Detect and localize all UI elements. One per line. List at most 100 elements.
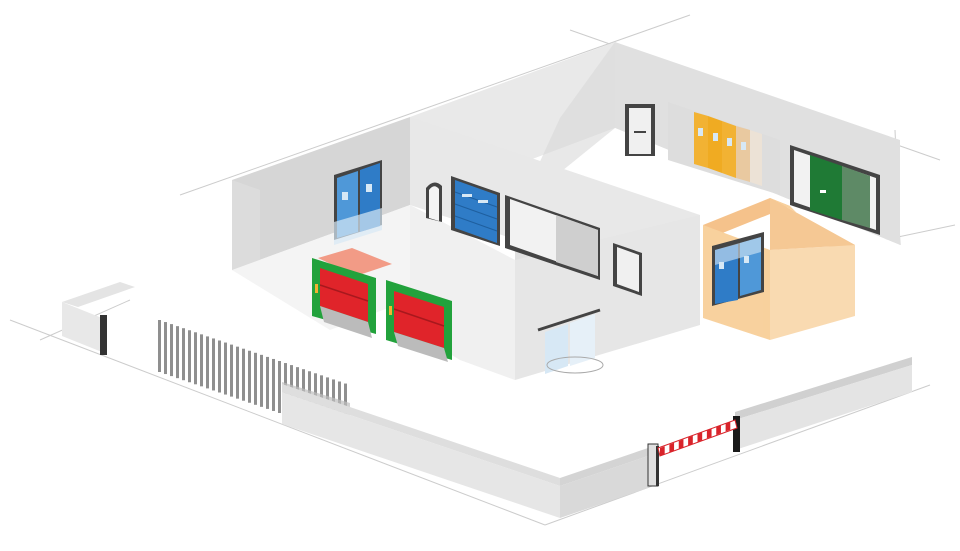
left-corner-wall — [62, 282, 135, 355]
fence-bar — [200, 334, 203, 387]
fence-bar — [194, 332, 197, 385]
blue-sectional-door — [451, 176, 500, 246]
blue-door-window — [342, 192, 348, 200]
left-side-wall — [232, 180, 260, 280]
yellow-door-panel-faded-2 — [750, 130, 762, 186]
far-wall-top — [735, 357, 912, 420]
blue-door-window — [366, 184, 372, 192]
fence-bar — [260, 354, 263, 407]
small-door-leaf — [617, 247, 639, 292]
yellow-door-panel-faded-1 — [736, 126, 750, 182]
corner-wall-post — [100, 315, 107, 355]
barrier-stripe — [688, 435, 693, 446]
fence-bar — [266, 356, 269, 409]
glass-sliding-door — [537, 308, 604, 374]
fence-bar — [206, 336, 209, 389]
fence-bar — [218, 340, 221, 393]
fence-bar — [158, 320, 161, 372]
barrier-stripe — [716, 425, 721, 435]
front-wall-top — [282, 384, 560, 486]
cabin-door-window — [744, 256, 749, 263]
fence-bar — [170, 324, 173, 377]
arched-doorway — [426, 182, 442, 222]
arched-doorway-opening — [429, 186, 439, 221]
dock-door-red — [320, 268, 368, 322]
green-door — [790, 145, 880, 235]
barrier-stripe — [669, 442, 675, 453]
barrier-stripe — [678, 439, 684, 449]
dock-door-seam — [393, 308, 445, 327]
dock-signal-light — [315, 284, 318, 293]
sectional-door-seam — [454, 203, 498, 220]
loading-docks — [312, 248, 452, 362]
barrier-stripe — [697, 432, 703, 442]
fence-bar — [164, 322, 167, 375]
small-personnel-door — [613, 243, 642, 296]
blue-door-glass-reflection — [334, 208, 382, 245]
far-wall-face — [735, 365, 912, 450]
corner-wall-front — [62, 302, 102, 352]
right-wall-top — [560, 448, 648, 486]
front-wall-face — [282, 392, 560, 518]
right-wall-face — [560, 456, 648, 518]
dock-signal-light — [389, 306, 392, 315]
barrier-stripe — [706, 428, 712, 439]
fence-bar — [188, 330, 191, 383]
cabin-side-wall — [770, 245, 855, 340]
yellow-door-window — [741, 142, 746, 150]
cabin-roof-left — [703, 198, 790, 234]
perimeter-wall — [282, 357, 912, 518]
fence-bar — [236, 346, 239, 399]
yellow-door-panel-2 — [708, 116, 722, 173]
cabin-door-window — [719, 262, 724, 269]
fence-bar — [176, 326, 179, 379]
gate-post-left-edge — [656, 446, 659, 486]
vehicle-barrier — [657, 419, 738, 457]
dock-door-red — [394, 291, 444, 348]
cabin-gable — [770, 198, 855, 250]
blue-double-door — [334, 160, 382, 245]
sectional-door-seam — [454, 215, 498, 232]
loading-dock-right — [386, 280, 452, 362]
fence-bar — [230, 344, 233, 397]
yellow-folding-door — [668, 102, 780, 195]
glass-door-panel-left — [545, 324, 568, 374]
glass-door-panel-right — [570, 314, 595, 366]
green-door-handle — [820, 190, 826, 193]
green-door-leaf — [810, 155, 842, 220]
cabin-blue-door — [712, 232, 764, 306]
barrier-stripe — [660, 446, 665, 456]
fence-bar — [278, 361, 281, 413]
sliding-door-panel — [556, 215, 598, 276]
yellow-door-panel-3 — [722, 121, 736, 178]
corner-wall-top — [62, 282, 135, 307]
yellow-door-window — [713, 133, 718, 141]
cabin-door-glass-top — [715, 237, 761, 265]
fence-bar — [248, 350, 251, 403]
dock-leveler — [320, 306, 372, 338]
barrier-stripes — [660, 421, 731, 456]
dock-door-seam — [319, 284, 369, 302]
fence-bar — [254, 352, 257, 405]
fence-bar — [272, 358, 275, 411]
fence-bar — [212, 338, 215, 391]
dock-canopy — [318, 248, 392, 276]
sliding-door — [505, 195, 600, 280]
fence-bar — [242, 348, 245, 401]
barrier-stripe — [725, 421, 731, 432]
yellow-door-window — [727, 138, 732, 146]
gate-post-right — [733, 416, 740, 452]
yellow-door-window — [698, 128, 703, 136]
green-door-leaf-faded — [842, 166, 870, 228]
fence-bar — [182, 328, 185, 381]
sectional-door-window — [478, 200, 488, 203]
door-sensor-arc — [546, 356, 604, 374]
glass-door-rail — [537, 308, 601, 332]
loading-dock-left — [312, 258, 376, 338]
left-hall-back-wall — [232, 117, 410, 270]
sectional-door-window — [462, 194, 472, 197]
dock-leveler — [394, 332, 448, 362]
yellow-door-panel-1 — [694, 112, 708, 168]
fence-bar — [224, 342, 227, 395]
